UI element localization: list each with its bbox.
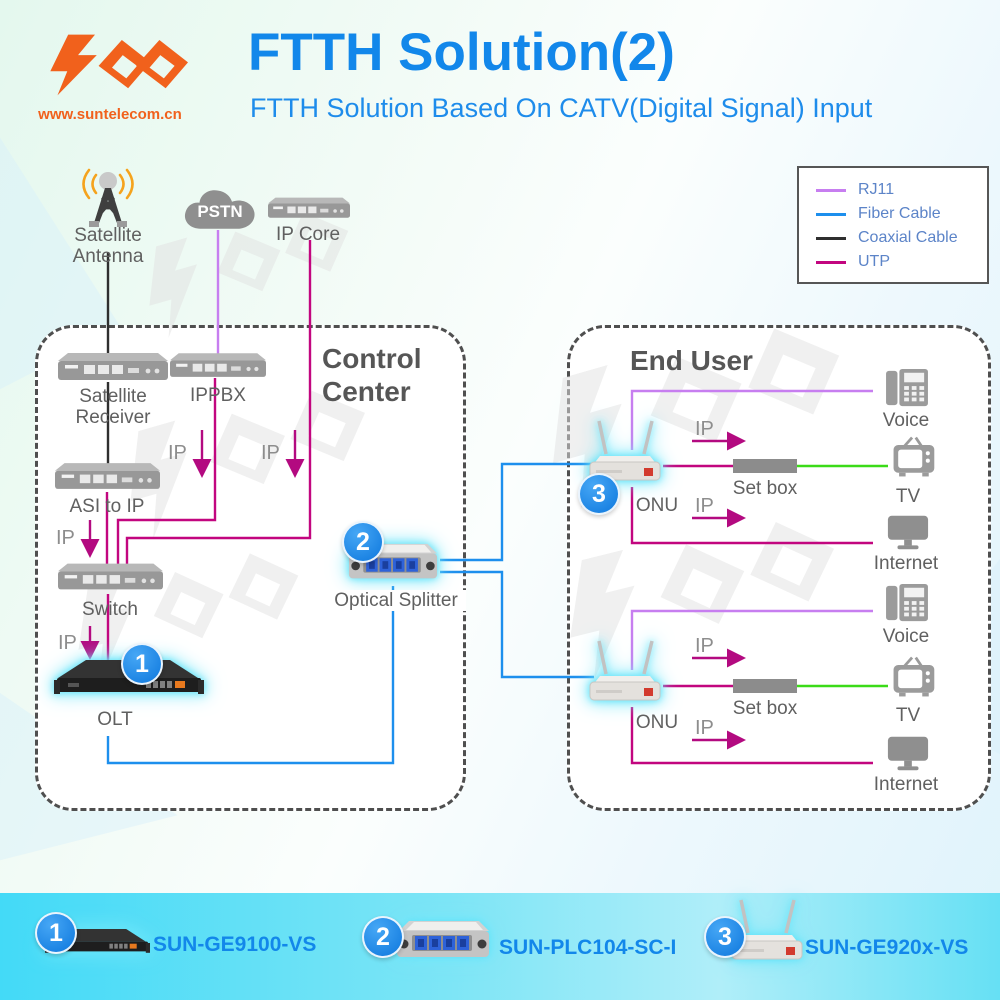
- product-2-splitter-image: [397, 921, 489, 957]
- setbox-device: [733, 459, 797, 473]
- olt-badge: 1: [121, 643, 163, 685]
- internet-label: Internet: [873, 774, 939, 795]
- control-center-title: Control Center: [322, 343, 422, 407]
- splitter-badge: 2: [342, 521, 384, 563]
- setbox-label: Set box: [732, 698, 798, 719]
- optical-splitter-label: Optical Splitter: [326, 590, 466, 611]
- legend-label: Fiber Cable: [858, 205, 941, 222]
- tv-label: TV: [895, 486, 921, 507]
- legend-item-utp: UTP: [799, 250, 987, 274]
- tv-icon: [893, 656, 935, 697]
- legend-label: RJ11: [858, 181, 895, 198]
- onu-label: ONU: [635, 495, 679, 516]
- satellite-receiver-device-icon: [58, 353, 168, 380]
- ip-flow-label: IP: [695, 635, 714, 657]
- onu-device-icon: [589, 640, 661, 701]
- ippbx-device-icon: [170, 353, 266, 377]
- onu-label: ONU: [635, 712, 679, 733]
- switch-device-icon: [58, 563, 163, 590]
- ip-flow-label: IP: [58, 632, 77, 654]
- olt-label: OLT: [97, 709, 133, 730]
- ip-flow-label: IP: [695, 495, 714, 517]
- voice-label: Voice: [882, 410, 930, 431]
- legend-item-coaxial: Coaxial Cable: [799, 226, 987, 250]
- page-title: FTTH Solution(2): [248, 23, 675, 82]
- satellite-antenna-label: Satellite Antenna: [72, 225, 144, 267]
- voice-phone-icon: [886, 583, 928, 622]
- end-user-title: End User: [630, 345, 753, 376]
- ippbx-label: IPPBX: [190, 385, 246, 406]
- ip-flow-label: IP: [56, 527, 75, 549]
- switch-label: Switch: [82, 599, 138, 620]
- legend-item-rj11: RJ11: [799, 178, 987, 202]
- product-3-onu-image: [731, 899, 803, 960]
- ip-flow-label: IP: [261, 442, 280, 464]
- legend: RJ11 Fiber Cable Coaxial Cable UTP: [797, 166, 989, 284]
- page-subtitle: FTTH Solution Based On CATV(Digital Sign…: [250, 93, 873, 123]
- ip-core-label: IP Core: [275, 224, 341, 245]
- fiber-line-swatch: [816, 212, 846, 216]
- satellite-antenna-icon: [82, 168, 134, 227]
- legend-item-fiber: Fiber Cable: [799, 202, 987, 226]
- ip-flow-label: IP: [168, 442, 187, 464]
- ip-flow-label: IP: [695, 418, 714, 440]
- onu-badge: 3: [578, 473, 620, 515]
- internet-label: Internet: [873, 553, 939, 574]
- voice-label: Voice: [882, 626, 930, 647]
- pstn-label: PSTN: [197, 202, 243, 221]
- product-1-badge: 1: [35, 912, 77, 954]
- ip-core-device-icon: [268, 197, 350, 218]
- tv-label: TV: [895, 705, 921, 726]
- website-url: www.suntelecom.cn: [38, 106, 182, 123]
- sun-logo: [50, 34, 188, 96]
- product-3-badge: 3: [704, 916, 746, 958]
- utp-line-swatch: [816, 260, 846, 264]
- product-2-badge: 2: [362, 916, 404, 958]
- product-2-model: SUN-PLC104-SC-I: [499, 936, 677, 959]
- legend-label: UTP: [858, 253, 890, 270]
- coaxial-line-swatch: [816, 236, 846, 240]
- voice-phone-icon: [886, 368, 928, 407]
- asi-to-ip-label: ASI to IP: [69, 496, 145, 517]
- ip-flow-label: IP: [695, 717, 714, 739]
- satellite-receiver-label: Satellite Receiver: [75, 386, 151, 428]
- setbox-device: [733, 679, 797, 693]
- tv-icon: [893, 436, 935, 477]
- product-strip: [0, 893, 1000, 1000]
- internet-monitor-icon: [887, 736, 929, 771]
- asi-to-ip-device-icon: [55, 463, 160, 489]
- legend-label: Coaxial Cable: [858, 229, 958, 246]
- product-1-model: SUN-GE9100-VS: [153, 933, 317, 956]
- product-3-model: SUN-GE920x-VS: [805, 936, 969, 959]
- setbox-label: Set box: [732, 478, 798, 499]
- internet-monitor-icon: [887, 515, 929, 550]
- rj11-line-swatch: [816, 188, 846, 192]
